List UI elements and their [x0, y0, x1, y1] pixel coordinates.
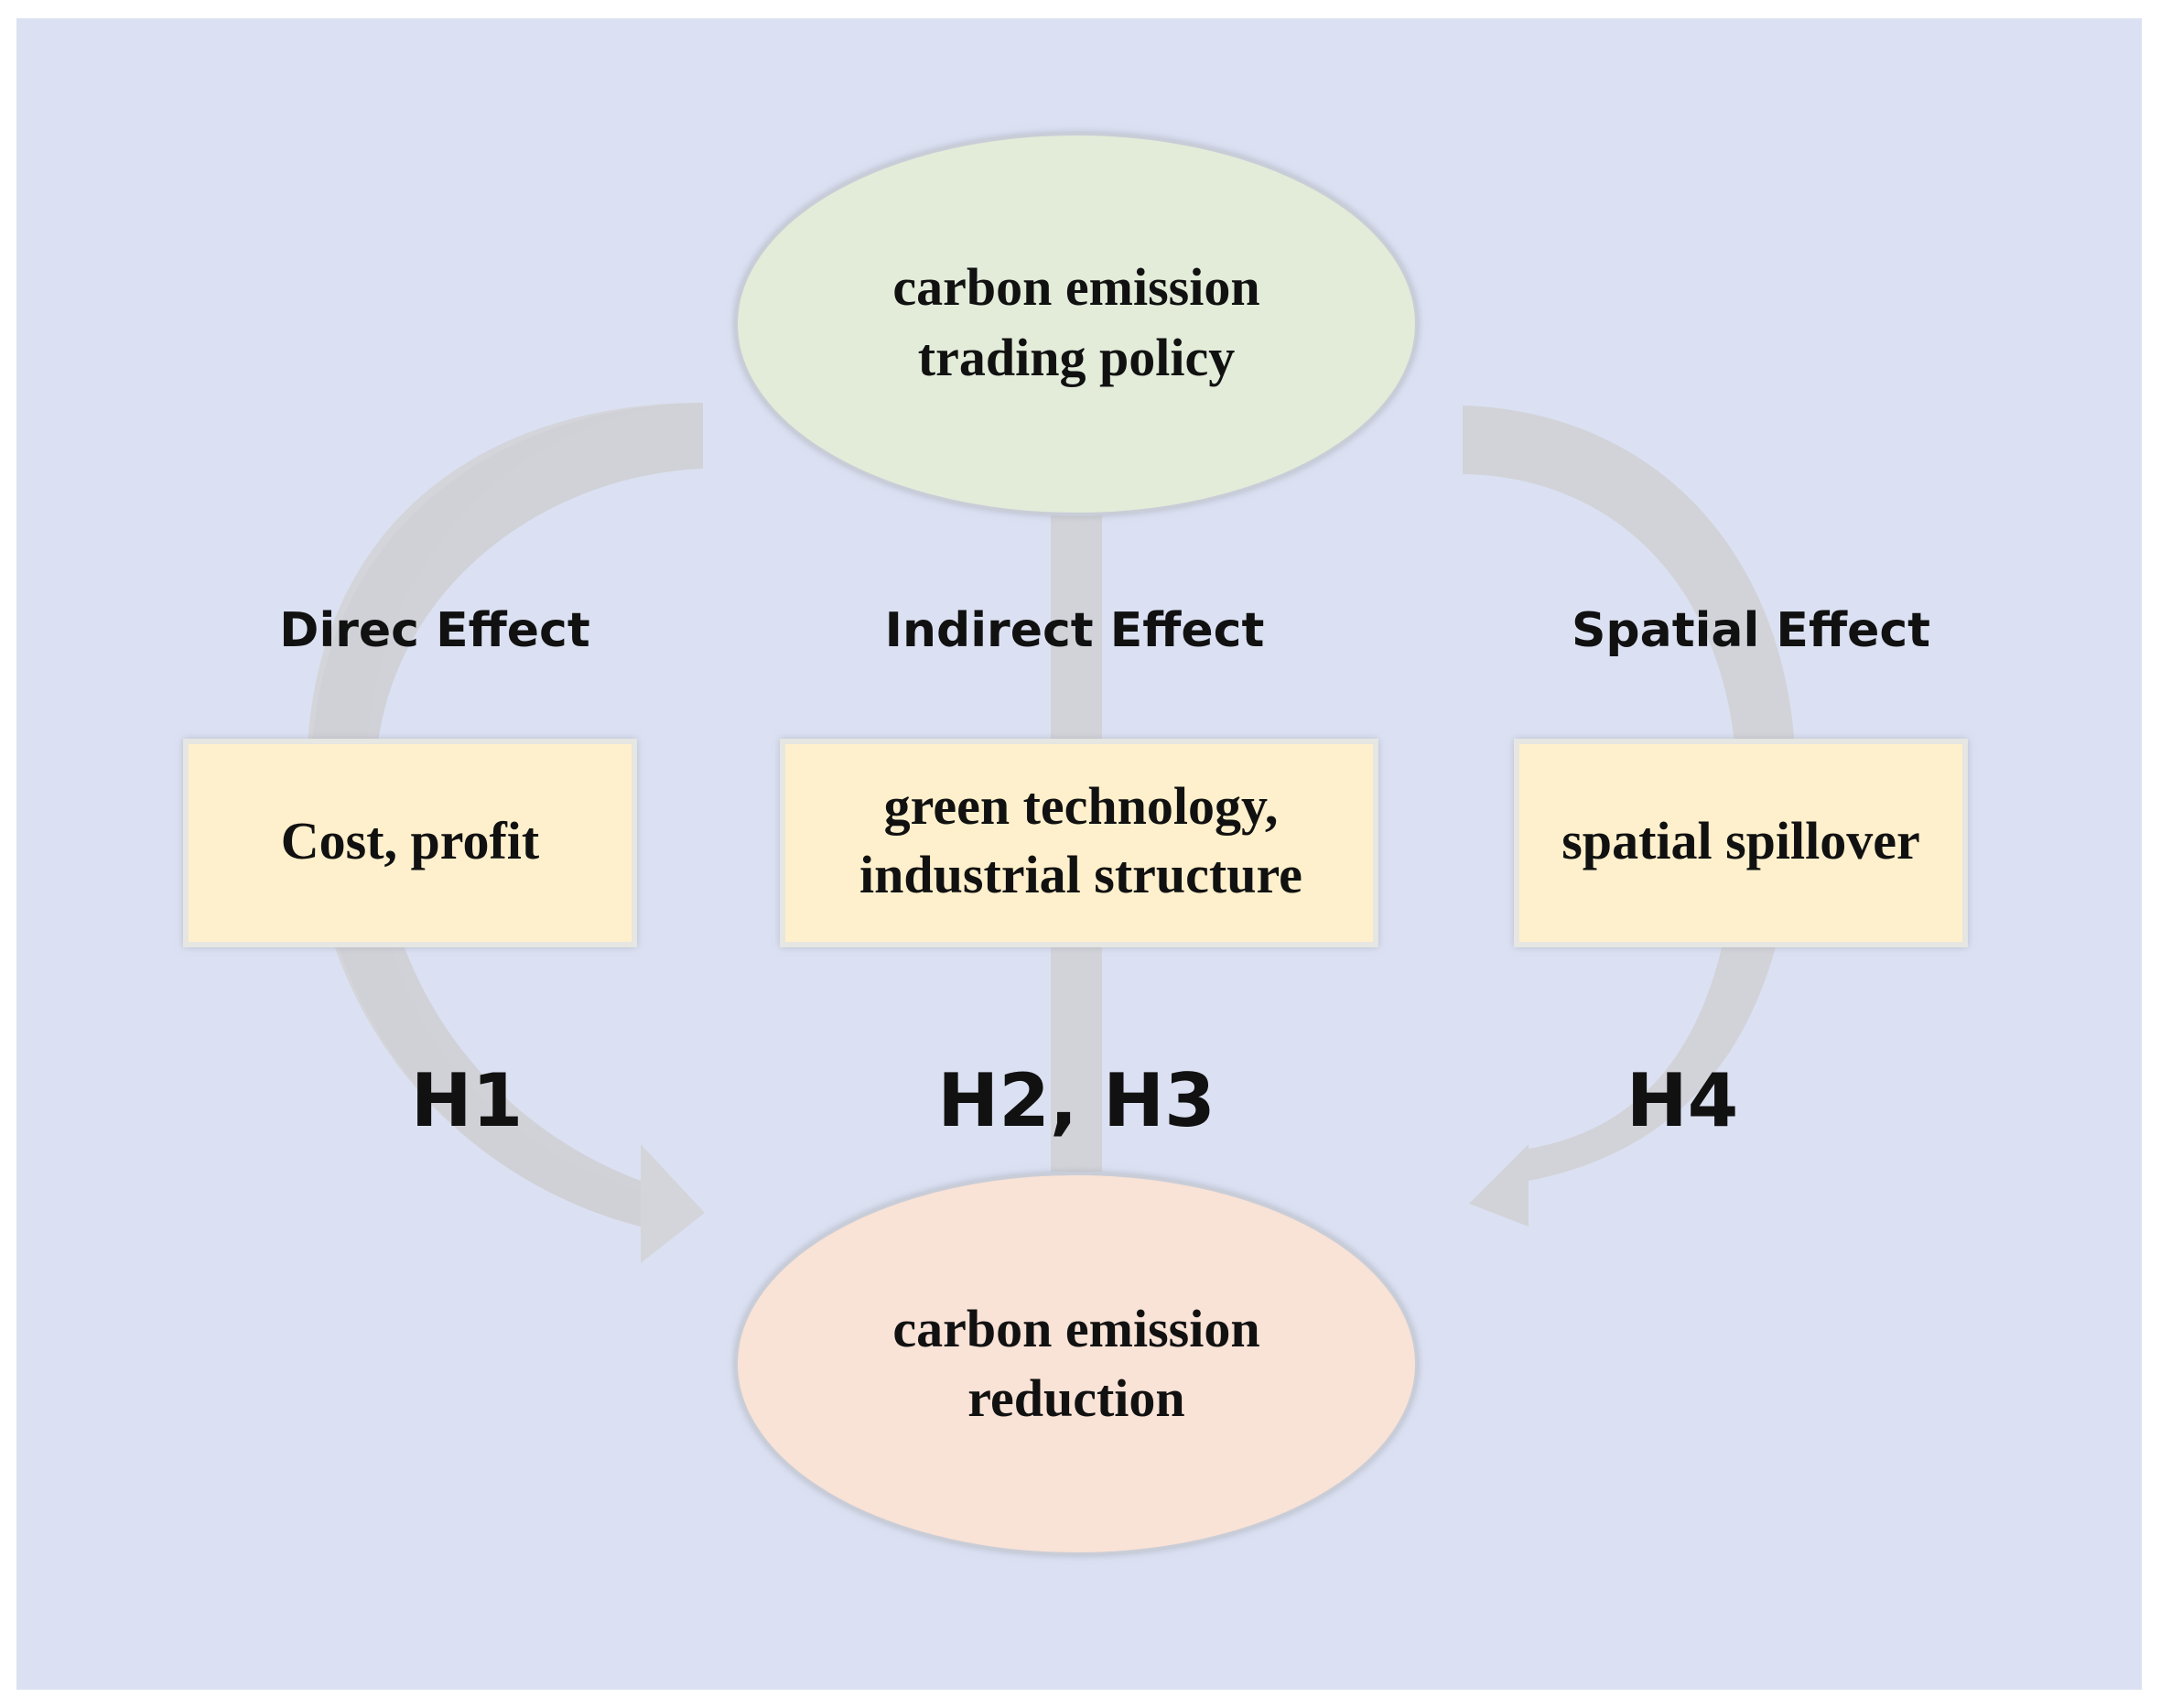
reduction-text-line1: carbon emission: [892, 1299, 1259, 1358]
green-technology-box: [780, 739, 1378, 947]
cost-profit-text: Cost, profit: [281, 811, 540, 870]
policy-ellipse: [734, 132, 1419, 516]
green-technology-text-line2: industrial structure: [859, 845, 1302, 904]
spatial-spillover-box: [1514, 739, 1968, 947]
reduction-text-line2: reduction: [967, 1368, 1184, 1428]
indirect-effect-label: Indirect Effect: [885, 603, 1265, 658]
green-technology-text-line1: green technology,: [884, 776, 1279, 836]
h4-label: H4: [1626, 1058, 1739, 1143]
reduction-ellipse: [734, 1172, 1419, 1556]
right-curved-arrow: [1463, 405, 1797, 1227]
policy-text-line1: carbon emission: [892, 257, 1259, 317]
h1-label: H1: [411, 1058, 524, 1143]
spatial-effect-label: Spatial Effect: [1572, 603, 1930, 658]
h2-h3-label: H2, H3: [937, 1058, 1215, 1143]
cost-profit-box: [183, 739, 637, 947]
direct-effect-label: Direc Effect: [279, 603, 589, 658]
policy-text-line2: trading policy: [918, 328, 1235, 387]
spatial-spillover-text: spatial spillover: [1561, 811, 1920, 870]
left-curved-arrow-shaft: [310, 403, 703, 1227]
